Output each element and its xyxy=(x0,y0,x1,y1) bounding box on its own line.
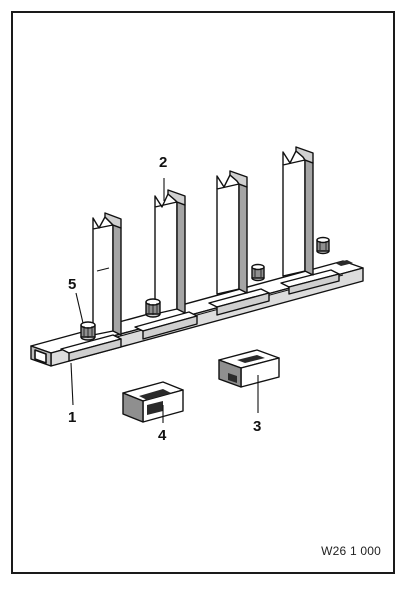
screw-2 xyxy=(145,298,161,318)
holder-a xyxy=(60,212,122,362)
callout-3: 3 xyxy=(253,418,262,435)
screw-3 xyxy=(251,263,265,282)
callout-5: 5 xyxy=(68,276,77,293)
screw-1 xyxy=(80,321,96,341)
callout-1: 1 xyxy=(68,409,77,426)
callout-2: 2 xyxy=(159,154,168,171)
leader-lines xyxy=(70,178,259,423)
callout-4: 4 xyxy=(158,427,167,444)
holder-d xyxy=(280,146,340,295)
slider-block-3 xyxy=(218,349,280,388)
fixture-illustration xyxy=(30,146,364,423)
screw-4 xyxy=(316,236,330,255)
figure-frame: 1 2 3 4 5 W26 1 000 xyxy=(11,11,395,574)
holder-b xyxy=(134,189,198,340)
slider-block-4 xyxy=(122,381,184,423)
figure-code: W26 1 000 xyxy=(321,544,381,558)
holder-c xyxy=(208,170,270,316)
